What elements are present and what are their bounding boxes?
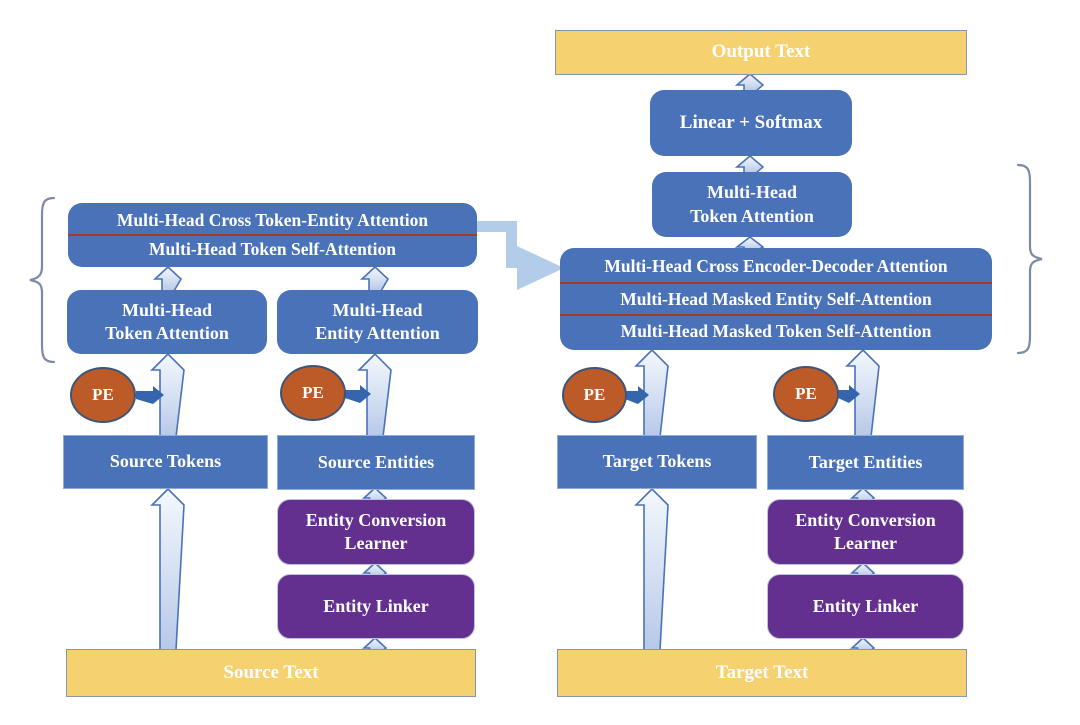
linear-softmax-box: Linear + Softmax bbox=[650, 90, 852, 156]
source-text-box: Source Text bbox=[66, 649, 476, 697]
target-tokens-box: Target Tokens bbox=[557, 435, 757, 489]
output-text-box: Output Text bbox=[555, 30, 967, 75]
source-tokens-box: Source Tokens bbox=[63, 435, 268, 489]
target-entities-box: Target Entities bbox=[767, 435, 964, 490]
decoder-token-attention-box: Multi-Head Token Attention bbox=[652, 172, 852, 237]
up-arrow bbox=[734, 72, 765, 92]
entity-conversion-learner-box-target: Entity Conversion Learner bbox=[767, 499, 964, 565]
decoder-brace bbox=[1016, 163, 1043, 355]
entity-linker-box-target: Entity Linker bbox=[767, 574, 964, 639]
encoder-entity-attention-box: Multi-Head Entity Attention bbox=[277, 290, 478, 354]
attention-separator-line bbox=[560, 281, 992, 285]
encoder-token-attention-box: Multi-Head Token Attention bbox=[67, 290, 267, 354]
up-arrow bbox=[634, 487, 669, 651]
pe-add-arrow bbox=[838, 385, 860, 403]
pe-add-arrow bbox=[345, 385, 371, 403]
pe-add-arrow bbox=[625, 386, 649, 404]
pe-add-arrow bbox=[136, 386, 164, 404]
encoder-attention-stack-box: Multi-Head Cross Token-Entity Attention … bbox=[68, 203, 477, 267]
up-arrow bbox=[359, 265, 390, 292]
up-arrow bbox=[734, 154, 765, 174]
entity-linker-box-source: Entity Linker bbox=[277, 574, 475, 639]
entity-conversion-learner-box-source: Entity Conversion Learner bbox=[277, 499, 475, 565]
pe-badge-target-tokens: PE bbox=[562, 367, 627, 423]
decoder-masked-entity-label: Multi-Head Masked Entity Self-Attention bbox=[620, 288, 932, 309]
pe-badge-source-entities: PE bbox=[280, 365, 346, 421]
up-arrow bbox=[152, 265, 183, 292]
pe-badge-source-tokens: PE bbox=[70, 367, 136, 423]
up-arrow bbox=[150, 487, 185, 651]
encoder-decoder-connector-arrow bbox=[476, 221, 564, 290]
decoder-masked-token-label: Multi-Head Masked Token Self-Attention bbox=[620, 320, 932, 341]
decoder-cross-attention-label: Multi-Head Cross Encoder-Decoder Attenti… bbox=[604, 256, 948, 277]
source-entities-box: Source Entities bbox=[277, 435, 475, 490]
encoder-self-attention-label: Multi-Head Token Self-Attention bbox=[149, 239, 396, 260]
attention-separator-line bbox=[560, 313, 992, 317]
encoder-cross-attention-label: Multi-Head Cross Token-Entity Attention bbox=[116, 210, 429, 230]
target-text-box: Target Text bbox=[557, 649, 967, 697]
pe-badge-target-entities: PE bbox=[773, 366, 839, 422]
encoder-brace bbox=[29, 196, 56, 364]
attention-separator-line bbox=[68, 233, 477, 237]
decoder-attention-stack-box: Multi-Head Cross Encoder-Decoder Attenti… bbox=[560, 248, 992, 350]
